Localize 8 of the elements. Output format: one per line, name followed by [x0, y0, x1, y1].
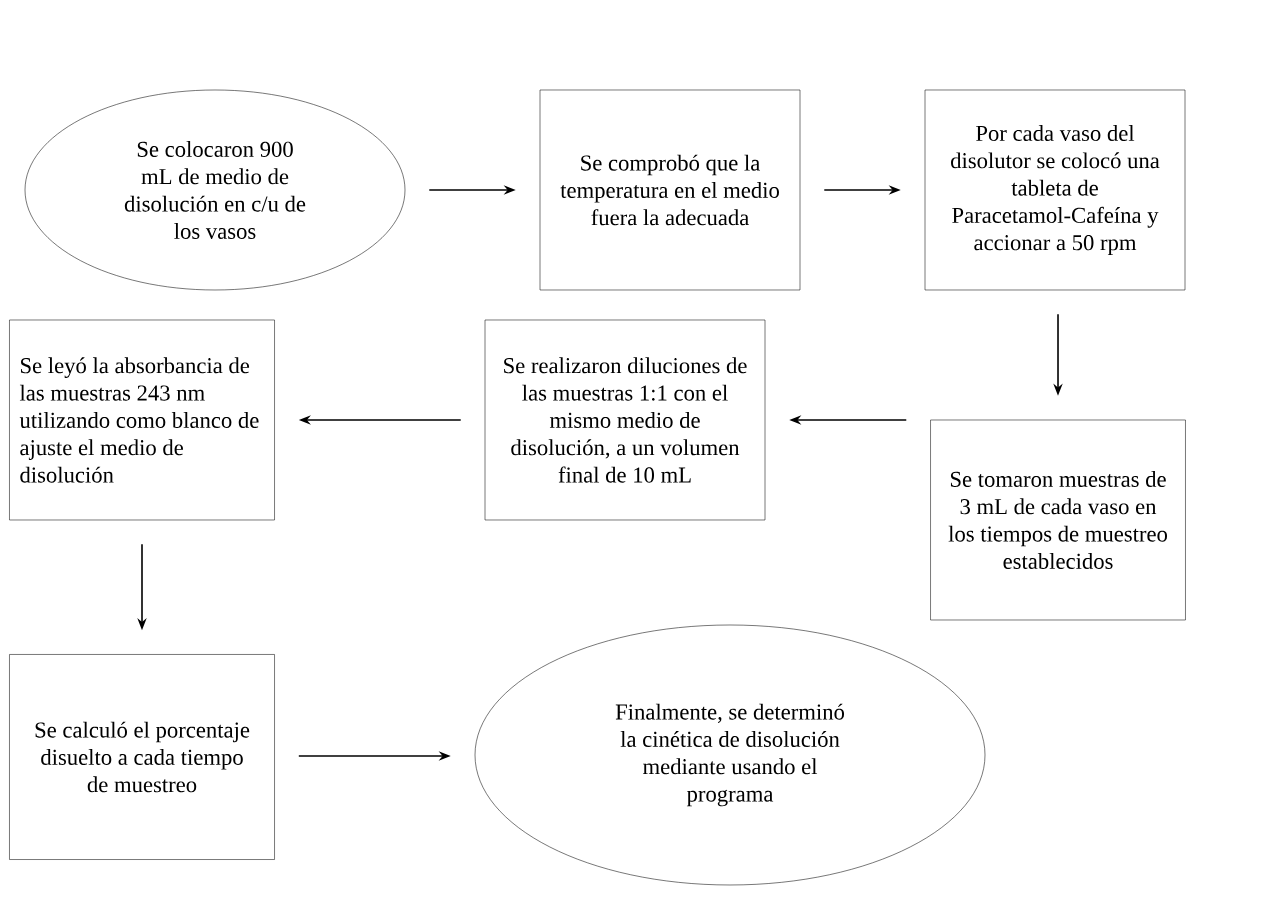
process-box: Se calculó el porcentaje disuelto a cada tiempo de muestreo — [9, 654, 275, 860]
ellipse-node: Se colocaron 900 mL de medio de disolución en c/u de los vasos — [24, 89, 406, 291]
process-box: Por cada vaso del disolutor se colocó una tableta de Paracetamol-Cafeína y accionar a 50 rpm — [924, 89, 1186, 291]
process-box: Se realizaron diluciones de las muestras 1:1 con el mismo medio de disolución, a un volumen final de 10 mL — [484, 319, 766, 521]
process-box: Se tomaron muestras de 3 mL de cada vaso en los tiempos de muestreo establecidos — [930, 419, 1186, 621]
process-box: Se comprobó que la temperatura en el medio fuera la adecuada — [539, 89, 801, 291]
process-box: Se leyó la absorbancia de las muestras 243 nm utilizando como blanco de ajuste el medio de disolución — [9, 319, 275, 521]
ellipse-node: Finalmente, se determinó la cinética de disolución mediante usando el programa — [474, 624, 986, 886]
